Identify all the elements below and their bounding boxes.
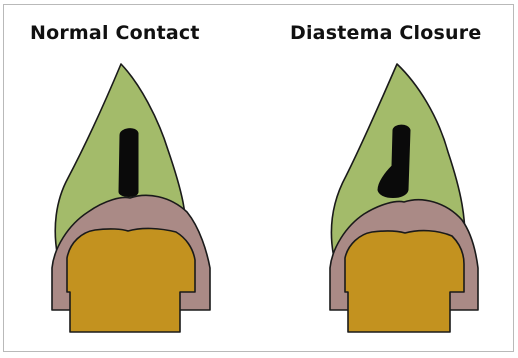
tooth-normal-contact bbox=[52, 64, 210, 332]
pulp-chamber bbox=[119, 129, 138, 197]
bone-core bbox=[67, 228, 195, 332]
bone-core bbox=[345, 231, 464, 332]
tooth-diastema-closure bbox=[330, 64, 478, 332]
